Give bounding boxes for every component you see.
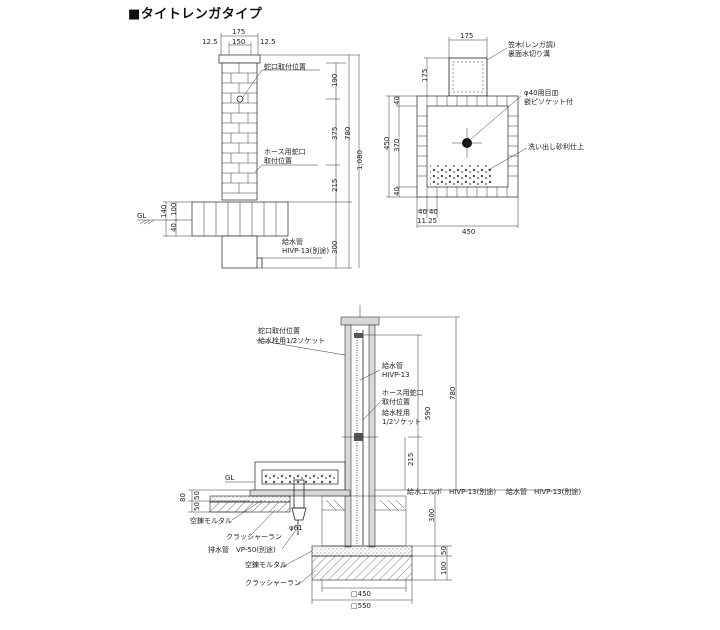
dim-40: 40 xyxy=(170,223,178,232)
section-gravel xyxy=(264,474,336,483)
section-gl-label: GL xyxy=(225,474,234,482)
section-dim-590: 590 xyxy=(424,407,432,420)
drain-label-1: φ40用目皿 xyxy=(524,89,559,97)
plan-dim-40-a: 40 xyxy=(393,96,401,105)
section-socket-label: 給水栓用1/2ソケット xyxy=(258,336,325,345)
plan-dim-175-top: 175 xyxy=(460,32,473,40)
section-dim-50-a: 50 xyxy=(193,491,201,500)
hivp-label: HIVP-13 xyxy=(382,371,410,379)
sq-450-label: □450 xyxy=(351,590,371,598)
plan-dim-40-b: 40 xyxy=(393,187,401,196)
figure-title: ■タイトレンガタイプ xyxy=(128,7,263,22)
dim-12-5-right: 12.5 xyxy=(260,38,276,46)
plan-dim-370: 370 xyxy=(393,139,401,152)
water-pipe-label-1: 給水管 xyxy=(282,237,303,246)
section-dim-300: 300 xyxy=(428,509,436,522)
post-cap xyxy=(218,54,261,64)
section-view: 蛇口取付位置 給水栓用1/2ソケット 給水管 HIVP-13 ホース用蛇口 取付… xyxy=(179,305,581,610)
mortar-layer xyxy=(209,495,291,503)
section-dim-780: 780 xyxy=(449,387,457,400)
hose-position-label-2: 取付位置 xyxy=(264,156,292,165)
gravel-label: 洗い出し砂利仕上 xyxy=(528,142,584,151)
brick-post xyxy=(221,62,258,201)
section-mortar2-label: 空錬モルタル xyxy=(245,560,287,569)
dim-100: 100 xyxy=(170,203,178,216)
dim-1080: 1,080 xyxy=(356,150,364,170)
phi-label: φ61 xyxy=(289,524,303,532)
section-dim-215: 215 xyxy=(407,453,415,466)
plan-dim-40-c: 40 xyxy=(418,208,427,216)
plan-cap-outline xyxy=(448,57,488,97)
foundation-crusher xyxy=(311,555,413,581)
section-dim-50-b: 50 xyxy=(193,502,201,511)
plan-dim-11-25: 11.25 xyxy=(417,217,437,225)
dim-215: 215 xyxy=(331,179,339,192)
kasagi-label-2: 裏面水切り溝 xyxy=(508,49,550,58)
water-pipe-label-2: HIVP-13(別途) xyxy=(282,246,329,255)
underground-post xyxy=(221,235,258,269)
dim-190: 190 xyxy=(331,74,339,87)
brick-pattern xyxy=(222,63,257,194)
section-dim-80: 80 xyxy=(179,493,187,502)
hose-label-1: ホース用蛇口 xyxy=(382,388,424,397)
faucet-marker xyxy=(236,95,244,103)
plan-dim-450-bottom: 450 xyxy=(462,228,475,236)
sq-550-label: □550 xyxy=(351,602,371,610)
dim-140: 140 xyxy=(160,205,168,218)
elbow-label: 給水エルボ HIVP-13(別途) xyxy=(407,487,496,496)
section-crusher-label: クラッシャーラン xyxy=(226,533,282,541)
section-dim-100: 100 xyxy=(440,562,448,575)
water-pipe xyxy=(257,257,263,268)
water-pipe-label: 給水管 xyxy=(382,361,403,370)
plan-brick-joints xyxy=(417,96,518,197)
kasagi-label-1: 笠木(レンガ調) xyxy=(508,40,556,49)
section-slab xyxy=(249,489,351,497)
dim-300: 300 xyxy=(331,241,339,254)
top-socket xyxy=(354,333,363,338)
dim-375: 375 xyxy=(331,127,339,140)
section-faucet-label: 蛇口取付位置 xyxy=(258,326,300,335)
plan-view: 175 175 笠木(レンガ調) 裏面水切り溝 xyxy=(383,32,584,236)
section-crusher2-label: クラッシャーラン xyxy=(245,579,301,587)
plan-dim-175-side: 175 xyxy=(421,69,429,82)
dim-12-5-left: 12.5 xyxy=(202,38,218,46)
hose-position-label-1: ホース用蛇口 xyxy=(264,147,306,156)
section-post-wall-left xyxy=(344,324,352,548)
base-brick-joints xyxy=(203,202,277,236)
dim-150: 150 xyxy=(232,38,245,46)
drain-label-2: 嵌ピソケット付 xyxy=(524,97,573,106)
crusher-layer xyxy=(209,501,291,513)
faucet-position-label: 蛇口取付位置 xyxy=(264,62,306,71)
dim-780: 780 xyxy=(344,127,352,140)
socket2-label-1: 給水栓用 xyxy=(382,408,410,417)
dim-175: 175 xyxy=(232,28,245,36)
socket2-label-2: 1/2ソケット xyxy=(382,418,421,426)
section-mortar-label: 空錬モルタル xyxy=(190,516,232,525)
section-post-wall-right xyxy=(368,324,376,548)
elevation-view: 175 12.5 150 12.5 xyxy=(137,28,364,269)
gravel-fill xyxy=(430,165,492,185)
section-drain-label: 排水管 VP-50(別途) xyxy=(208,545,276,554)
pit-outline xyxy=(321,495,407,547)
foundation-mortar xyxy=(311,545,413,557)
section-dim-50-c: 50 xyxy=(440,546,448,555)
gl-label: GL xyxy=(137,212,146,220)
plan-dim-450-side: 450 xyxy=(383,137,391,150)
hose-label-2: 取付位置 xyxy=(382,397,410,406)
section-post-cap xyxy=(340,316,380,326)
water-pipe-right-label: 給水管 HIVP-13(別途) xyxy=(506,487,581,496)
plan-dim-40-d: 40 xyxy=(429,208,438,216)
